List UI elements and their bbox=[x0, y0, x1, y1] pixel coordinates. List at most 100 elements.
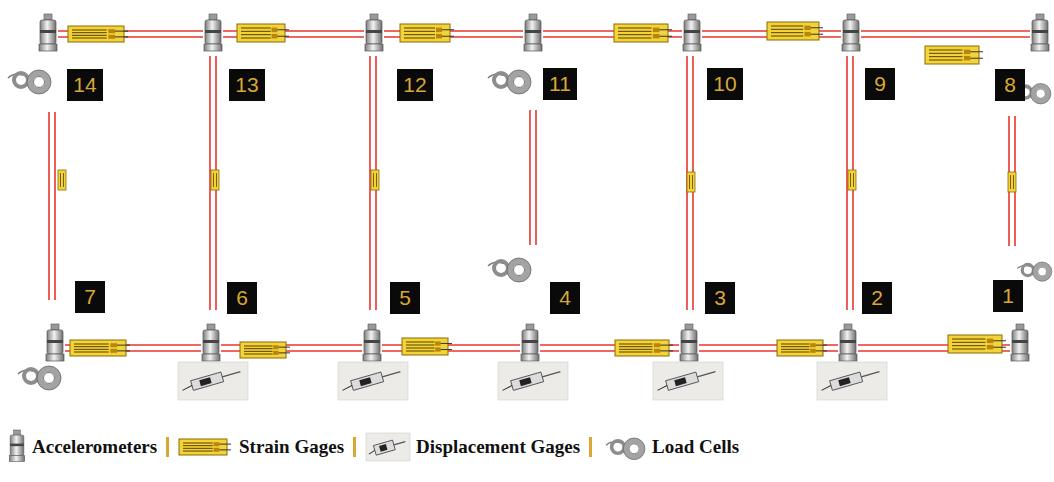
gage-grid bbox=[404, 34, 435, 35]
gage-tab bbox=[272, 34, 278, 39]
gage-cable bbox=[821, 386, 832, 391]
accel-body bbox=[1032, 20, 1048, 44]
joint-number-box: 11 bbox=[543, 68, 577, 100]
accel-connector bbox=[51, 324, 59, 330]
gage-lead bbox=[993, 347, 1006, 348]
gage-grid bbox=[618, 38, 651, 39]
accel-base bbox=[39, 44, 57, 51]
accel-connector bbox=[209, 14, 217, 20]
load-cell-ring bbox=[40, 369, 58, 387]
gage-grid bbox=[929, 53, 962, 54]
gage-grid bbox=[373, 173, 374, 187]
gage-lead bbox=[659, 29, 672, 30]
joint-number-box: 3 bbox=[705, 282, 735, 314]
gage-backing bbox=[948, 335, 1002, 353]
gage-photo-ground bbox=[366, 433, 410, 461]
gage-grid bbox=[244, 346, 273, 347]
gage-lead bbox=[117, 350, 130, 351]
joint-number-box: 6 bbox=[227, 282, 257, 314]
joint-number-box: 1 bbox=[993, 280, 1023, 312]
gage-housing bbox=[830, 372, 863, 390]
gage-lead bbox=[117, 345, 130, 346]
gage-photo-ground bbox=[498, 362, 568, 400]
displacement-gage-symbol bbox=[338, 362, 408, 400]
accel-base bbox=[842, 44, 860, 51]
gage-tab bbox=[987, 345, 993, 350]
load-cell-symbol bbox=[488, 70, 531, 94]
gage-grid bbox=[72, 32, 107, 33]
load-cell-hole bbox=[1036, 89, 1045, 98]
accel-base bbox=[521, 354, 539, 361]
joint-number-box: 10 bbox=[707, 68, 743, 100]
member-edge bbox=[846, 56, 848, 310]
joint-number-box: 14 bbox=[67, 69, 103, 101]
gage-backing bbox=[371, 170, 379, 190]
gage-plate bbox=[838, 377, 850, 386]
gage-grid bbox=[781, 346, 810, 347]
load-cell-ring bbox=[24, 369, 38, 383]
gage-backing bbox=[1008, 172, 1016, 192]
frame-member bbox=[861, 31, 1030, 37]
gage-backing bbox=[240, 342, 286, 358]
gage-grid bbox=[771, 36, 803, 37]
gage-grid bbox=[619, 346, 652, 347]
gage-grid bbox=[241, 28, 271, 29]
gage-lead bbox=[277, 29, 289, 30]
gage-body bbox=[501, 367, 562, 393]
gage-backing bbox=[687, 172, 695, 192]
gage-backing bbox=[70, 340, 126, 356]
accelerometer-symbol bbox=[365, 14, 383, 51]
joint-number: 2 bbox=[871, 285, 883, 311]
frame-members bbox=[49, 31, 1030, 351]
strain-gage-symbol bbox=[402, 338, 452, 355]
load-cell-ring bbox=[30, 73, 48, 91]
accel-body bbox=[522, 330, 538, 354]
joint-number: 11 bbox=[549, 71, 571, 97]
gage-lead bbox=[441, 343, 452, 344]
gage-lead bbox=[660, 350, 673, 351]
gage-cable bbox=[368, 450, 375, 454]
gage-backing bbox=[615, 340, 669, 356]
gage-grid bbox=[952, 342, 985, 343]
gage-lead bbox=[811, 27, 823, 28]
instruments bbox=[8, 14, 1052, 400]
gage-cable bbox=[657, 386, 668, 391]
gage-grid bbox=[376, 173, 377, 187]
gage-grid bbox=[929, 56, 962, 57]
gage-grid bbox=[692, 175, 693, 189]
frame-member bbox=[1009, 116, 1015, 246]
joint-number: 12 bbox=[403, 72, 426, 98]
gage-tab bbox=[653, 34, 659, 39]
displacement-gage-symbol bbox=[366, 433, 410, 461]
joint-number-box: 4 bbox=[550, 282, 580, 314]
accel-band bbox=[525, 30, 541, 33]
gage-grid bbox=[183, 451, 213, 452]
gage-backing bbox=[614, 24, 668, 42]
gage-lead bbox=[219, 444, 231, 445]
gage-photo-ground bbox=[178, 362, 248, 400]
accel-body bbox=[684, 20, 700, 44]
gage-tab bbox=[804, 26, 810, 31]
load-cell-ring bbox=[14, 73, 28, 87]
gage-tab bbox=[804, 32, 810, 37]
joint-number-box: 2 bbox=[862, 282, 892, 314]
gage-grid bbox=[406, 345, 435, 346]
load-cell-edge bbox=[1033, 262, 1052, 281]
gage-tab bbox=[810, 349, 816, 353]
gage-grid bbox=[929, 50, 962, 51]
gage-tab bbox=[654, 343, 660, 347]
load-cell-hole bbox=[514, 77, 525, 88]
gage-tab bbox=[987, 339, 993, 344]
gage-grid bbox=[74, 349, 109, 350]
gage-housing bbox=[511, 372, 544, 390]
gage-grid bbox=[771, 32, 803, 33]
gage-lead bbox=[279, 347, 290, 348]
gage-backing bbox=[58, 170, 66, 190]
gage-plate bbox=[519, 377, 531, 386]
gage-grid bbox=[72, 30, 107, 31]
accel-body bbox=[525, 20, 541, 44]
strain-gage-symbol bbox=[211, 170, 219, 190]
gage-grid bbox=[213, 173, 214, 187]
gage-plate bbox=[199, 377, 211, 386]
joint-number-box: 9 bbox=[865, 68, 895, 100]
